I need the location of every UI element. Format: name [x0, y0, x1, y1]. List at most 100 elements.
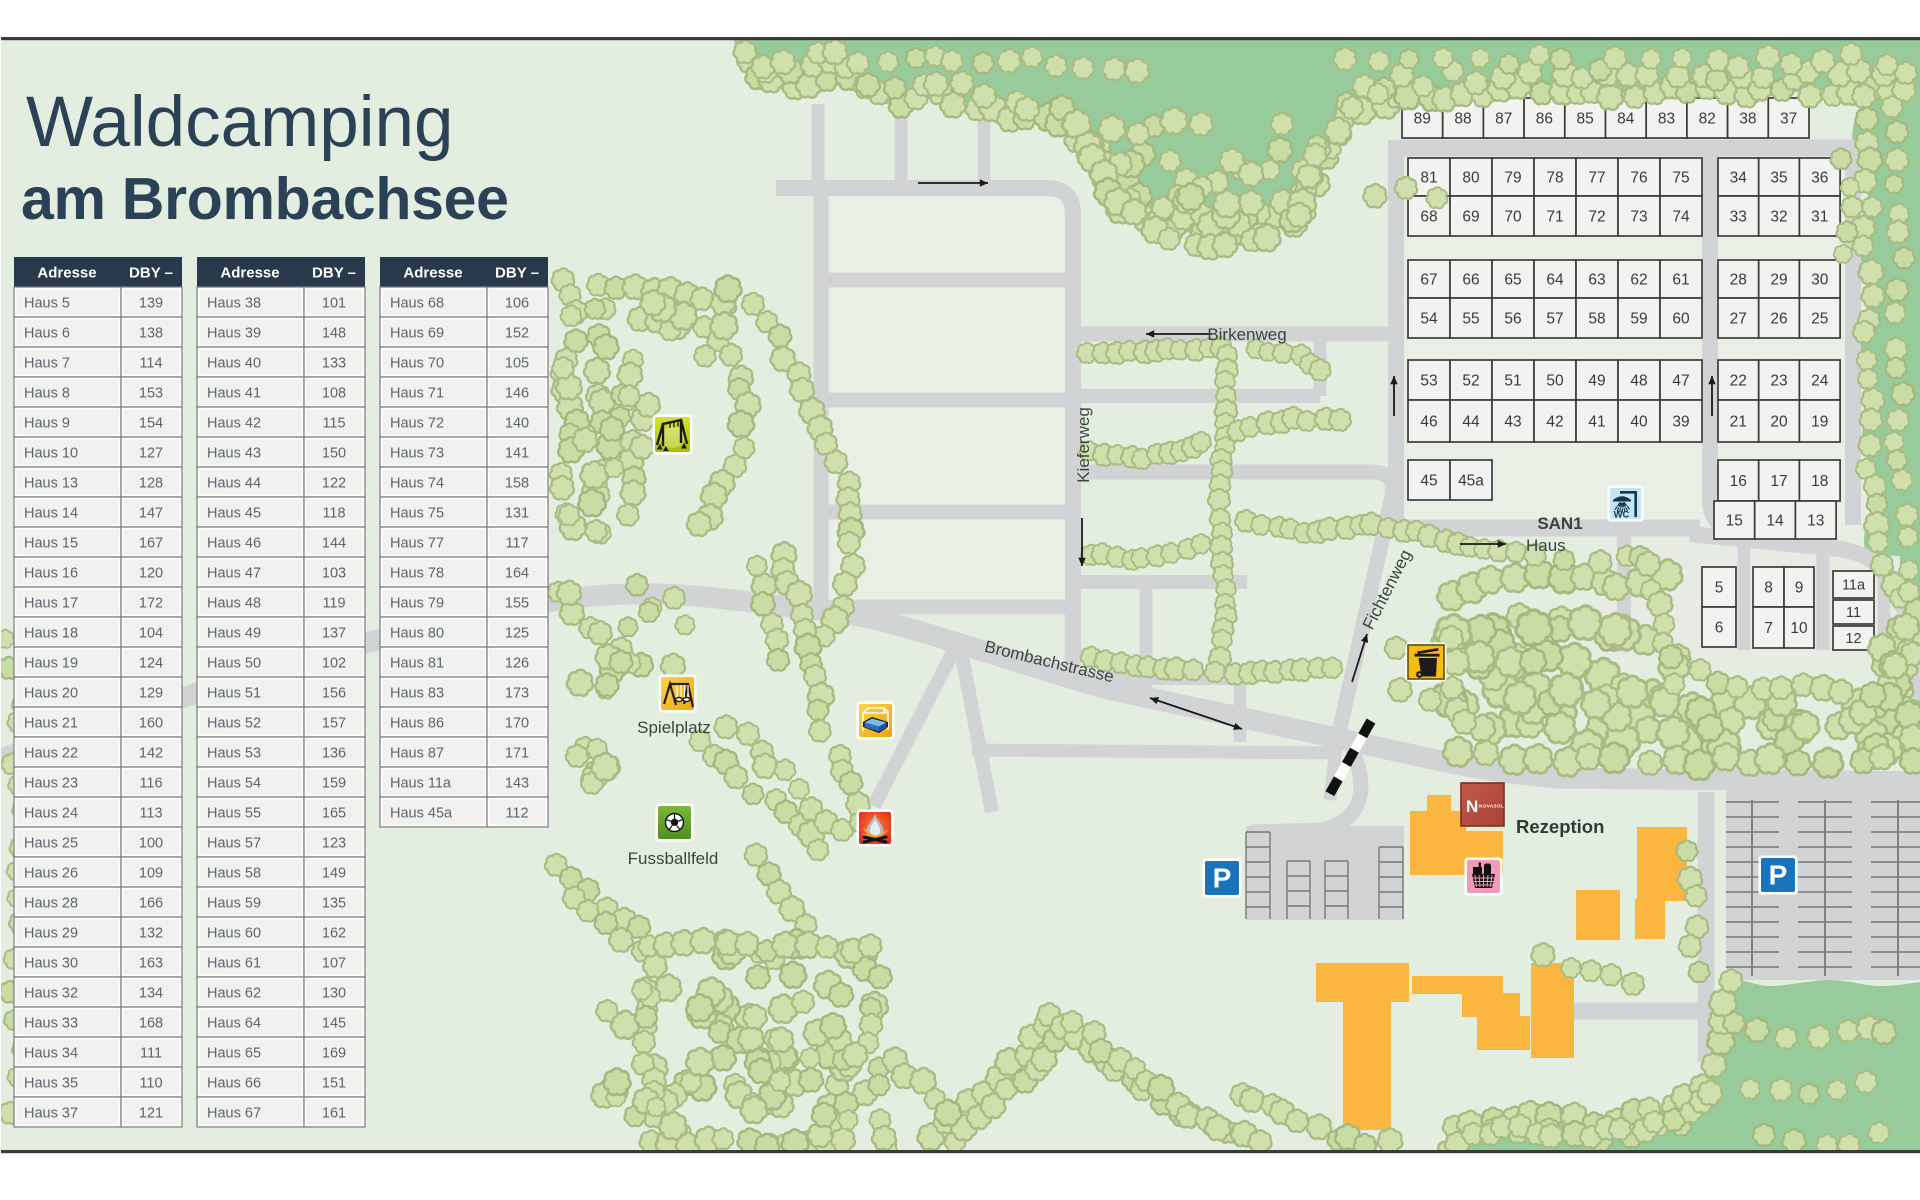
svg-text:136: 136	[322, 746, 346, 762]
svg-text:33: 33	[1730, 209, 1747, 226]
svg-text:54: 54	[1420, 311, 1438, 328]
svg-text:26: 26	[1770, 311, 1787, 328]
svg-text:144: 144	[322, 536, 346, 552]
svg-text:Haus 43: Haus 43	[207, 446, 261, 462]
svg-text:78: 78	[1546, 170, 1563, 187]
svg-text:65: 65	[1504, 272, 1521, 289]
svg-text:85: 85	[1576, 111, 1593, 128]
svg-text:64: 64	[1546, 272, 1564, 289]
svg-text:56: 56	[1504, 311, 1521, 328]
svg-text:76: 76	[1630, 170, 1647, 187]
svg-text:45a: 45a	[1458, 473, 1484, 490]
svg-text:146: 146	[505, 386, 529, 402]
svg-text:133: 133	[322, 356, 346, 372]
svg-text:Birkenweg: Birkenweg	[1207, 325, 1286, 344]
svg-text:Haus 38: Haus 38	[207, 296, 261, 312]
svg-text:77: 77	[1588, 170, 1605, 187]
svg-text:121: 121	[139, 1106, 163, 1122]
svg-text:Haus 8: Haus 8	[24, 386, 70, 402]
svg-text:Haus 58: Haus 58	[207, 866, 261, 882]
svg-text:Haus 70: Haus 70	[390, 356, 444, 372]
svg-text:158: 158	[505, 476, 529, 492]
svg-text:126: 126	[505, 656, 529, 672]
svg-text:Haus 62: Haus 62	[207, 986, 261, 1002]
svg-text:Haus 67: Haus 67	[207, 1106, 261, 1122]
svg-text:103: 103	[322, 566, 346, 582]
svg-text:Haus 72: Haus 72	[390, 416, 444, 432]
svg-text:160: 160	[139, 716, 163, 732]
svg-text:SAN1: SAN1	[1537, 514, 1582, 533]
svg-text:am Brombachsee: am Brombachsee	[21, 166, 509, 232]
svg-text:Haus 42: Haus 42	[207, 416, 261, 432]
svg-text:137: 137	[322, 626, 346, 642]
svg-text:106: 106	[505, 296, 529, 312]
svg-text:67: 67	[1420, 272, 1437, 289]
svg-text:128: 128	[139, 476, 163, 492]
svg-text:7: 7	[1764, 620, 1773, 637]
svg-text:46: 46	[1420, 414, 1437, 431]
svg-text:61: 61	[1672, 272, 1689, 289]
svg-text:Haus 15: Haus 15	[24, 536, 78, 552]
svg-text:69: 69	[1462, 209, 1479, 226]
svg-text:Haus 45: Haus 45	[207, 506, 261, 522]
svg-text:117: 117	[505, 536, 528, 552]
svg-text:11a: 11a	[1842, 578, 1866, 594]
svg-text:171: 171	[505, 746, 529, 762]
svg-text:Haus 71: Haus 71	[390, 386, 444, 402]
svg-text:105: 105	[505, 356, 529, 372]
svg-text:Haus 32: Haus 32	[24, 986, 78, 1002]
svg-text:80: 80	[1462, 170, 1480, 187]
svg-text:123: 123	[322, 836, 346, 852]
svg-text:N: N	[1466, 797, 1478, 816]
svg-text:Haus 69: Haus 69	[390, 326, 444, 342]
svg-text:155: 155	[505, 596, 529, 612]
svg-text:Haus 5: Haus 5	[24, 296, 70, 312]
svg-text:Haus 17: Haus 17	[24, 596, 78, 612]
svg-text:148: 148	[322, 326, 346, 342]
svg-text:152: 152	[505, 326, 529, 342]
svg-text:59: 59	[1630, 311, 1647, 328]
svg-text:81: 81	[1420, 170, 1437, 187]
svg-text:102: 102	[322, 656, 346, 672]
svg-text:134: 134	[139, 986, 163, 1002]
svg-text:151: 151	[322, 1076, 346, 1092]
svg-text:Haus 55: Haus 55	[207, 806, 261, 822]
svg-text:73: 73	[1630, 209, 1647, 226]
svg-text:124: 124	[139, 656, 163, 672]
svg-text:131: 131	[505, 506, 529, 522]
svg-text:17: 17	[1770, 473, 1787, 490]
svg-text:118: 118	[322, 506, 345, 522]
svg-text:Haus 14: Haus 14	[24, 506, 78, 522]
svg-text:Adresse: Adresse	[403, 265, 462, 282]
svg-text:41: 41	[1588, 414, 1605, 431]
svg-text:5: 5	[1715, 580, 1724, 597]
svg-text:112: 112	[505, 806, 528, 822]
svg-text:10: 10	[1790, 620, 1808, 637]
svg-text:Haus 60: Haus 60	[207, 926, 261, 942]
svg-text:30: 30	[1811, 272, 1829, 289]
svg-text:Haus 86: Haus 86	[390, 716, 444, 732]
svg-text:DBY –: DBY –	[312, 265, 356, 282]
svg-text:Haus 40: Haus 40	[207, 356, 261, 372]
svg-text:51: 51	[1504, 373, 1521, 390]
svg-text:9: 9	[1795, 580, 1804, 597]
svg-text:60: 60	[1672, 311, 1690, 328]
svg-text:86: 86	[1536, 111, 1553, 128]
svg-text:Haus 30: Haus 30	[24, 956, 78, 972]
svg-text:35: 35	[1770, 170, 1787, 187]
svg-text:Haus 41: Haus 41	[207, 386, 261, 402]
svg-text:Haus 81: Haus 81	[390, 656, 444, 672]
svg-text:Spielplatz: Spielplatz	[637, 718, 711, 737]
svg-text:Haus 49: Haus 49	[207, 626, 261, 642]
svg-text:Rezeption: Rezeption	[1516, 816, 1604, 837]
svg-text:130: 130	[322, 986, 346, 1002]
svg-text:88: 88	[1454, 111, 1471, 128]
svg-text:141: 141	[505, 446, 529, 462]
svg-text:Haus 59: Haus 59	[207, 896, 261, 912]
svg-text:Haus 45a: Haus 45a	[390, 806, 453, 822]
svg-text:Haus 64: Haus 64	[207, 1016, 261, 1032]
svg-text:23: 23	[1770, 373, 1787, 390]
svg-text:25: 25	[1811, 311, 1828, 328]
svg-text:Haus 23: Haus 23	[24, 776, 78, 792]
svg-text:19: 19	[1811, 414, 1828, 431]
